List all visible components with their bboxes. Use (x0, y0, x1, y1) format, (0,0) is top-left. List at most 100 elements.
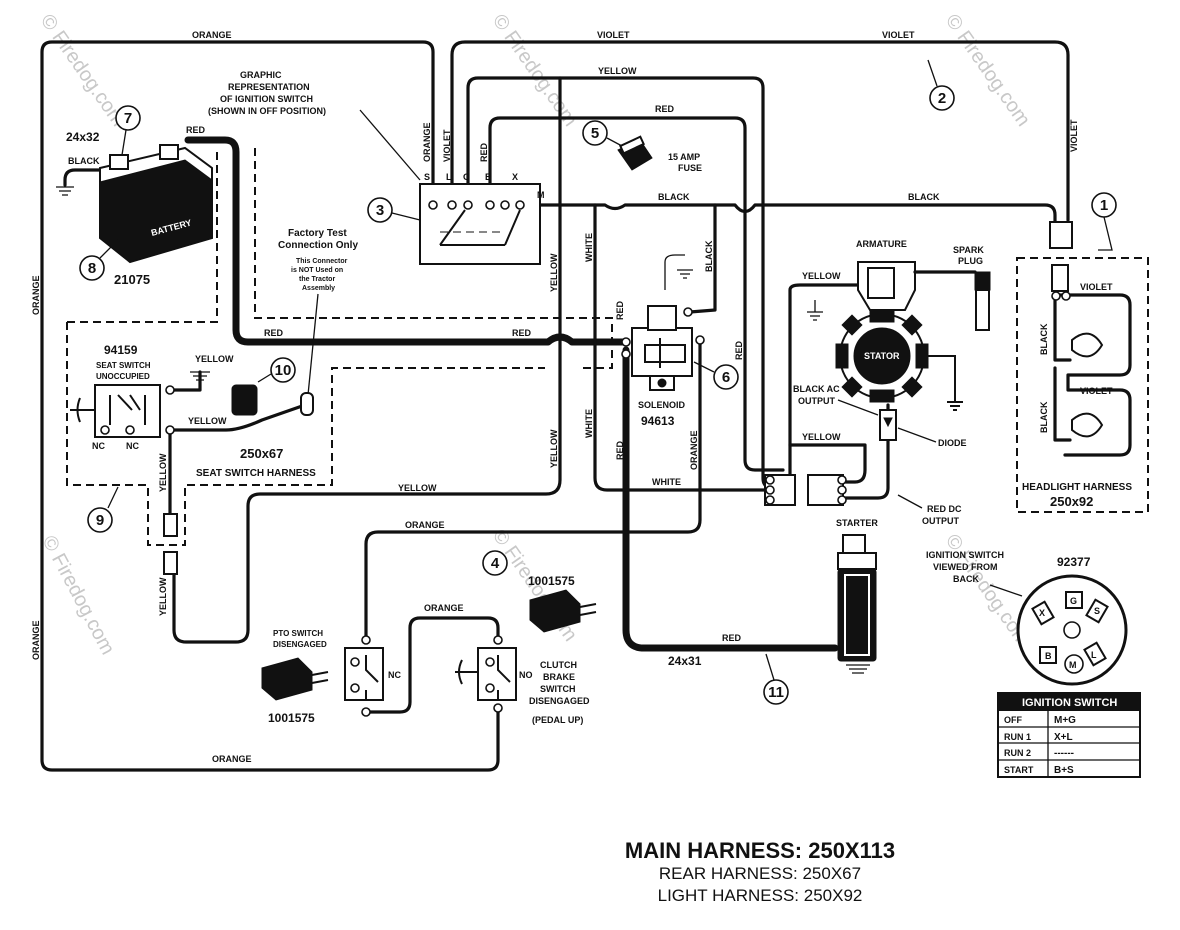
ignition-caption-line2: REPRESENTATION (228, 82, 310, 92)
pto-plug (261, 657, 313, 701)
rear-connector (163, 551, 178, 575)
ignition-table-conn: ------ (1054, 748, 1074, 759)
wire-red-top (488, 116, 785, 472)
wires (40, 40, 1132, 772)
ignition-caption-line4: (SHOWN IN OFF POSITION) (208, 106, 326, 116)
wire-orange-outer (40, 40, 500, 772)
spark-plug (974, 271, 991, 291)
ignition-pin-l: L (1091, 650, 1097, 660)
callout-10: 10 (275, 362, 292, 379)
ignition-table-conn: M+G (1054, 715, 1076, 726)
factory-test-note1: This Connector (296, 258, 348, 265)
watermark-text: © Firedog.com (941, 10, 1034, 130)
leader-line (897, 494, 923, 509)
label-red: RED (512, 328, 532, 338)
ignition-table-pos: START (1004, 765, 1034, 775)
leader-line (989, 584, 1023, 597)
armature-stator: ARMATURE SPARK PLUG STATOR BLACK AC OUTP… (764, 239, 991, 526)
factory-test-title2: Connection Only (278, 240, 358, 251)
ignition-terminal-b: B (485, 172, 492, 182)
stator-ac-1: BLACK AC (793, 384, 840, 394)
wire-orange-pto-clutch (364, 616, 500, 714)
callout-7: 7 (124, 110, 132, 127)
starter-label: STARTER (836, 518, 878, 528)
headlight-harness: VIOLET VIOLET BLACK BLACK HEADLIGHT HARN… (1022, 221, 1132, 509)
stator-label: STATOR (864, 351, 900, 361)
armature-label: ARMATURE (856, 239, 907, 249)
label-white: WHITE (584, 409, 594, 438)
ground-icon (56, 186, 74, 196)
ignition-caption-line1: GRAPHIC (240, 70, 282, 80)
clutch-line4: DISENGAGED (529, 696, 590, 706)
wire-yellow-stator (788, 443, 867, 484)
callout-9: 9 (96, 512, 104, 529)
starter-red-label: RED (722, 633, 742, 643)
seat-harness-part: 250x67 (240, 446, 283, 461)
factory-test-note4: Assembly (302, 285, 335, 292)
label-yellow: YELLOW (158, 453, 168, 492)
clutch-no-label: NO (519, 670, 533, 680)
watermark-text: © Firedog.com (38, 532, 119, 658)
connector-10 (231, 384, 258, 416)
leader-line (307, 293, 319, 396)
ignition-back-line3: BACK (953, 574, 979, 584)
rear-harness-outline (67, 148, 218, 323)
label-orange: ORANGE (405, 520, 445, 530)
seat-switch: NC NC 94159 SEAT SWITCH UNOCCUPIED YELLO… (70, 343, 316, 575)
pto-switch: NC PTO SWITCH DISENGAGED 1001575 (261, 629, 401, 725)
callout-4: 4 (491, 555, 500, 572)
callouts: 1 2 3 4 5 6 7 8 9 10 11 (79, 59, 1117, 705)
ignition-terminal-x: X (512, 172, 518, 182)
ignition-pin-x: X (1039, 608, 1045, 618)
ignition-switch-graphic: S L G B X M GRAPHIC REPRESENTATION OF IG… (208, 70, 545, 265)
leader-line (359, 109, 421, 181)
wire-yellow-seat-top (168, 370, 202, 392)
headlight-violet-bottom: VIOLET (1080, 386, 1113, 396)
label-red: RED (264, 328, 284, 338)
watermark-text: © Firedog.com (36, 10, 129, 130)
wire-yellow-mid (172, 76, 562, 644)
seat-switch-title1: SEAT SWITCH (96, 361, 151, 370)
light-harness-label: LIGHT HARNESS: 250X92 (657, 886, 863, 905)
label-yellow: YELLOW (158, 577, 168, 616)
ground-icon (664, 254, 693, 290)
label-white: WHITE (584, 233, 594, 262)
solenoid-label: SOLENOID (638, 400, 686, 410)
clutch-switch: NO CLUTCH BRAKE SWITCH DISENGAGED (PEDAL… (455, 574, 597, 725)
spark-label-1: SPARK (953, 245, 984, 255)
wire-black-solenoid (688, 203, 717, 314)
label-violet: VIOLET (1069, 119, 1079, 152)
label-yellow: YELLOW (549, 429, 559, 468)
label-red: RED (479, 142, 489, 162)
ignition-terminal-s: S (424, 172, 430, 182)
ignition-pin-m: M (1069, 660, 1077, 670)
clutch-line3: SWITCH (540, 684, 576, 694)
clutch-line2: BRAKE (543, 672, 575, 682)
ignition-table-conn: X+L (1054, 732, 1073, 743)
watermark-text: © Firedog.com (488, 10, 581, 130)
label-orange: ORANGE (424, 603, 464, 613)
plug-4-part: 1001575 (528, 574, 575, 588)
ground-icon (807, 300, 823, 321)
wire-black-main (518, 203, 1057, 227)
label-red: RED (615, 300, 625, 320)
wire-red-dc (838, 403, 890, 500)
fuse-line1: 15 AMP (668, 152, 700, 162)
callout-3: 3 (376, 202, 384, 219)
wire-violet-headlight (1058, 293, 1132, 457)
seat-switch-title2: UNOCCUPIED (96, 372, 150, 381)
stator-dc-2: OUTPUT (922, 516, 960, 526)
battery-ground-label: BLACK (68, 156, 100, 166)
seat-switch-part: 94159 (104, 343, 138, 357)
clutch-line1: CLUTCH (540, 660, 577, 670)
cable-starter-red (622, 346, 839, 652)
armature-yellow-label: YELLOW (802, 271, 841, 281)
ignition-back-line2: VIEWED FROM (933, 562, 998, 572)
ignition-table-pos: OFF (1004, 715, 1022, 725)
label-red: RED (734, 340, 744, 360)
label-yellow: YELLOW (598, 66, 637, 76)
label-yellow: YELLOW (549, 253, 559, 292)
callout-5: 5 (591, 125, 599, 142)
ignition-table-conn: B+S (1054, 765, 1074, 776)
